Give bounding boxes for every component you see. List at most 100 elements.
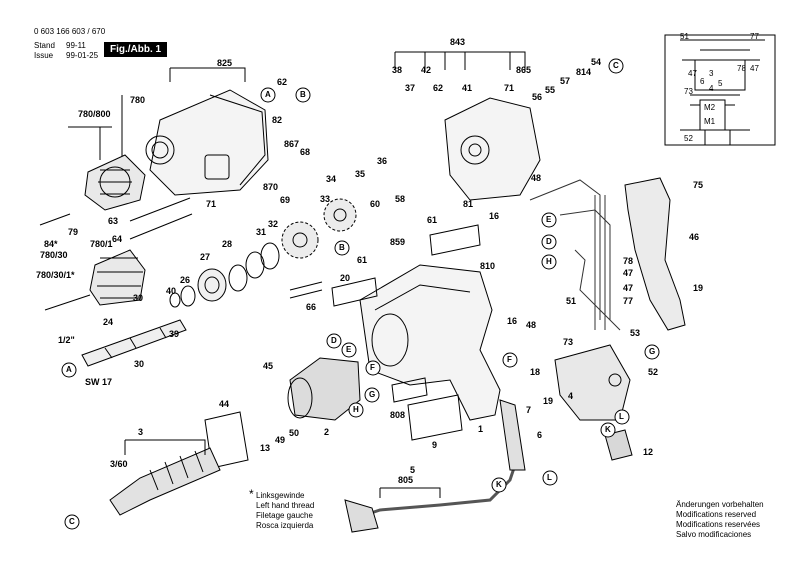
part-label: 780 [130,95,146,105]
ring-28 [228,264,248,292]
reference-circle [364,387,380,403]
part-label: 54 [591,57,602,67]
part-label: 71 [504,83,515,93]
reference-letter: G [369,390,376,399]
reference-circle [600,422,616,438]
schematic-label: 47 [750,64,759,73]
part-label: 2 [324,427,330,437]
reference-letter: K [496,480,502,489]
part-label: 71 [206,199,217,209]
part-label: 1 [478,424,484,434]
reference-letter: G [649,347,656,356]
part-label: 36 [377,156,388,166]
reference-circle [61,362,77,378]
part-label: 33 [320,194,331,204]
modifications-line: Modifications reserved [676,510,757,519]
part-label: 780/30/1* [36,270,75,280]
part-label: 73 [563,337,574,347]
footnote-line: Filetage gauche [256,511,313,520]
part-label: 42 [421,65,432,75]
reference-circle [541,254,557,270]
part-label: 810 [480,261,496,271]
part-label: 38 [392,65,403,75]
reference-letter: C [69,517,75,526]
part-label: 870 [263,182,279,192]
screw-64 [129,213,193,240]
part-label: 6 [537,430,543,440]
modifications-line: Salvo modificaciones [676,530,752,539]
modifications-line: Modifications reservées [676,520,761,529]
part-label: 50 [289,428,300,438]
reference-circle [542,470,558,486]
reference-circle [326,333,342,349]
reference-letter: H [546,257,552,266]
part-label: 64 [112,234,123,244]
reference-letter: K [605,425,611,434]
part-label: 52 [648,367,659,377]
stator-2 [287,357,361,421]
part-label: 843 [450,37,466,47]
modifications-line: Änderungen vorbehalten [676,500,764,509]
label-plate-20 [331,277,378,307]
label-plate-9 [407,394,463,441]
part-label: 26 [180,275,191,285]
part-label: 30 [133,293,144,303]
schematic-label: 73 [684,87,693,96]
reference-letter: A [66,365,72,374]
part-label: 35 [355,169,366,179]
part-label: 37 [405,83,416,93]
reference-letter: F [370,363,375,372]
schematic-label: M1 [704,117,716,126]
part-label: 82 [272,115,283,125]
footnote-line: Rosca izquierda [256,521,314,530]
reference-letter: B [300,90,306,99]
part-label: 27 [200,252,211,262]
part-label: 48 [526,320,537,330]
part-label: 16 [507,316,518,326]
part-label: 79 [68,227,79,237]
screw-780-30-1 [44,294,91,311]
schematic-label: 51 [680,32,689,41]
ring-26 [180,285,196,307]
reference-letter: H [353,405,359,414]
part-label: 55 [545,85,556,95]
chuck-780-1 [89,249,146,306]
part-label: 865 [516,65,532,75]
part-label: 69 [280,195,291,205]
part-label: 780/800 [78,109,111,119]
part-label: 13 [260,443,271,453]
part-label: 825 [217,58,233,68]
part-label: 16 [489,211,500,221]
reference-circle [260,87,276,103]
part-label: 68 [300,147,311,157]
gear-housing-825 [145,67,269,196]
part-label: 66 [306,302,317,312]
screw-84 [39,213,71,226]
handle-46 [624,177,686,331]
part-label: 1/2" [58,335,75,345]
part-label: 46 [689,232,700,242]
figure-title: Fig./Abb. 1 [104,42,168,57]
part-label: 3/60 [110,459,128,469]
part-label: 84* [44,239,58,249]
wiring-harness [529,179,621,331]
label-plate-81 [429,224,481,256]
reference-circle [644,344,660,360]
part-label: 48 [531,173,542,183]
bearing-27 [197,268,227,302]
part-label: 53 [630,328,641,338]
part-label: 867 [284,139,300,149]
part-label: 77 [623,296,634,306]
part-label: 61 [357,255,368,265]
schematic-label: 4 [709,84,714,93]
doc-number: 0 603 166 603 / 670 [34,27,106,36]
part-label: 58 [395,194,406,204]
part-label: 40 [166,286,177,296]
part-label: 859 [390,237,406,247]
gearbox-843 [394,51,541,201]
part-label: 814 [576,67,592,77]
part-label: 57 [560,76,571,86]
spindle-24 [81,319,187,367]
shaft-66 [289,281,323,299]
